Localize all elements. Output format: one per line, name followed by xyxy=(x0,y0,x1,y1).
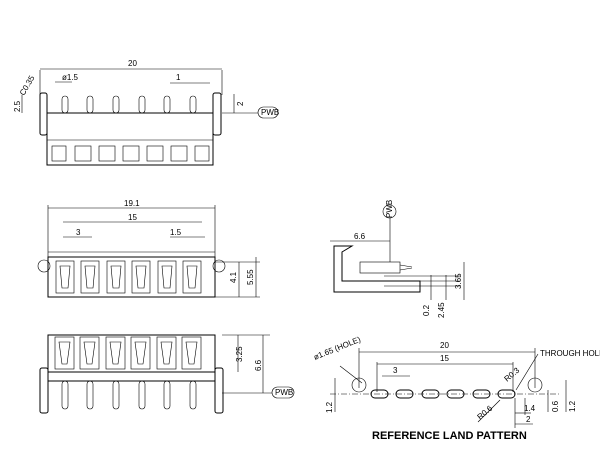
top-pitch-small-dim: 1 xyxy=(176,73,181,82)
front-gap-dim: 1.5 xyxy=(170,228,182,237)
top-pwb-tag: PWB xyxy=(261,108,279,117)
land-inner-dim: 15 xyxy=(440,354,449,363)
land-h-r2-dim: 1.2 xyxy=(568,400,577,412)
bottom-h2-dim: 6.6 xyxy=(254,359,263,371)
side-hc-dim: 3.65 xyxy=(454,273,463,289)
land-through-hole-label: THROUGH HOLE xyxy=(540,349,600,358)
front-h1-dim: 4.1 xyxy=(229,271,238,283)
front-view: 19.1 15 3 1.5 xyxy=(37,199,260,298)
top-chamfer-dim: C0.35 xyxy=(18,74,37,97)
land-pitch-dim: 3 xyxy=(393,366,398,375)
land-pattern-title: REFERENCE LAND PATTERN xyxy=(372,430,527,442)
side-depth-dim: 6.6 xyxy=(354,232,366,241)
top-housing xyxy=(46,112,214,166)
land-r2-dim: R0.6 xyxy=(476,403,495,421)
top-pin-dia-dim: ø1.5 xyxy=(62,73,79,82)
front-overall-dim: 19.1 xyxy=(124,199,140,208)
bottom-view: 3.25 6.6 PWB xyxy=(39,334,295,414)
front-housing xyxy=(47,256,216,298)
top-height-right-dim: 2 xyxy=(236,101,245,106)
land-h-left-dim: 1.2 xyxy=(325,401,334,413)
front-pitch-dim: 3 xyxy=(76,228,81,237)
land-r1-dim: R0.3 xyxy=(503,365,522,383)
side-housing xyxy=(333,245,421,293)
land-h-r1-dim: 0.6 xyxy=(551,400,560,412)
side-hb-dim: 2.45 xyxy=(437,302,446,318)
land-w2-dim: 1.4 xyxy=(524,404,536,413)
top-view: 20 ø1.5 C0.35 1 2.5 2 PWB xyxy=(13,59,279,166)
land-pattern: 20 15 3 ø1.65 (HOLE) THROUGH HOLE R0.3 R… xyxy=(312,335,600,442)
front-h2-dim: 5.55 xyxy=(246,269,255,285)
land-hole-label: ø1.65 (HOLE) xyxy=(312,335,362,362)
top-overall-dim: 20 xyxy=(128,59,137,68)
side-view: PWB 6.6 0.2 2.45 3.65 xyxy=(330,200,465,318)
top-height-left-dim: 2.5 xyxy=(13,100,22,112)
side-pwb-tag: PWB xyxy=(385,200,394,218)
front-inner-dim: 15 xyxy=(128,213,137,222)
land-overall-dim: 20 xyxy=(440,341,449,350)
side-ha-dim: 0.2 xyxy=(422,304,431,316)
land-w1-dim: 2 xyxy=(526,415,531,424)
bottom-pwb-tag: PWB xyxy=(275,388,293,397)
bottom-h1-dim: 3.25 xyxy=(235,346,244,362)
bottom-housing xyxy=(47,334,216,373)
